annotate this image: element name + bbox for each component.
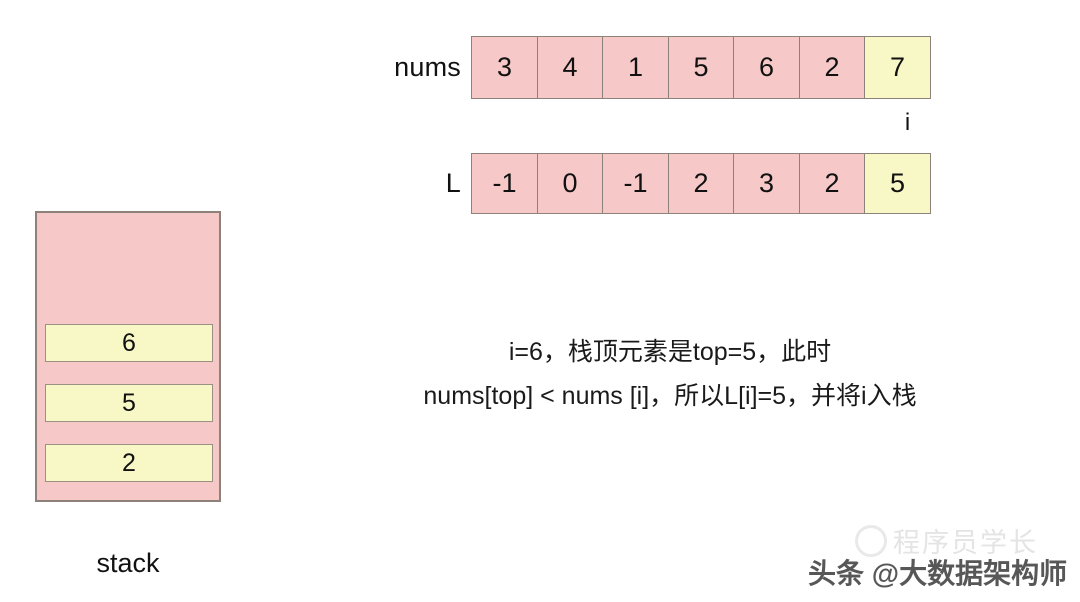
l-cell-2: -1 bbox=[602, 153, 669, 214]
nums-cell-3: 5 bbox=[667, 36, 735, 99]
nums-array-cells: 3 4 1 5 6 2 7 bbox=[471, 36, 931, 99]
l-cell-5: 2 bbox=[798, 153, 866, 214]
explanation-line-2: nums[top] < nums [i]，所以L[i]=5，并将i入栈 bbox=[423, 382, 917, 410]
stack-item: 2 bbox=[45, 444, 213, 482]
l-array-label: L bbox=[445, 168, 461, 198]
nums-cell-2: 1 bbox=[602, 36, 669, 99]
explanation-line-1: i=6，栈顶元素是top=5，此时 bbox=[508, 338, 832, 366]
nums-cell-5: 2 bbox=[798, 36, 866, 99]
stack-item: 6 bbox=[45, 324, 213, 362]
nums-cell-1: 4 bbox=[536, 36, 604, 99]
ghost-watermark-ring-icon bbox=[855, 525, 887, 557]
l-array: L -1 0 -1 2 3 2 5 bbox=[371, 153, 931, 214]
toutiao-watermark: 头条 @大数据架构师 bbox=[808, 558, 1068, 589]
pointer-i-label: i bbox=[904, 109, 911, 136]
nums-cell-4: 6 bbox=[733, 36, 800, 99]
l-cell-6: 5 bbox=[864, 153, 931, 214]
l-cell-0: -1 bbox=[471, 153, 538, 214]
l-cell-3: 2 bbox=[667, 153, 735, 214]
stack-caption: stack bbox=[96, 548, 160, 578]
nums-cell-0: 3 bbox=[471, 36, 538, 99]
l-cell-1: 0 bbox=[536, 153, 604, 214]
nums-array: nums 3 4 1 5 6 2 7 bbox=[371, 36, 931, 99]
ghost-watermark-text: 程序员学长 bbox=[893, 528, 1038, 558]
l-array-cells: -1 0 -1 2 3 2 5 bbox=[471, 153, 931, 214]
stack-container: 6 5 2 bbox=[35, 211, 221, 502]
l-cell-4: 3 bbox=[733, 153, 800, 214]
nums-cell-6: 7 bbox=[864, 36, 931, 99]
nums-array-label: nums bbox=[394, 52, 461, 82]
ghost-watermark: 程序员学长 bbox=[855, 521, 1038, 560]
explanation-text: i=6，栈顶元素是top=5，此时 nums[top] < nums [i]，所… bbox=[360, 330, 980, 418]
stack-item: 5 bbox=[45, 384, 213, 422]
